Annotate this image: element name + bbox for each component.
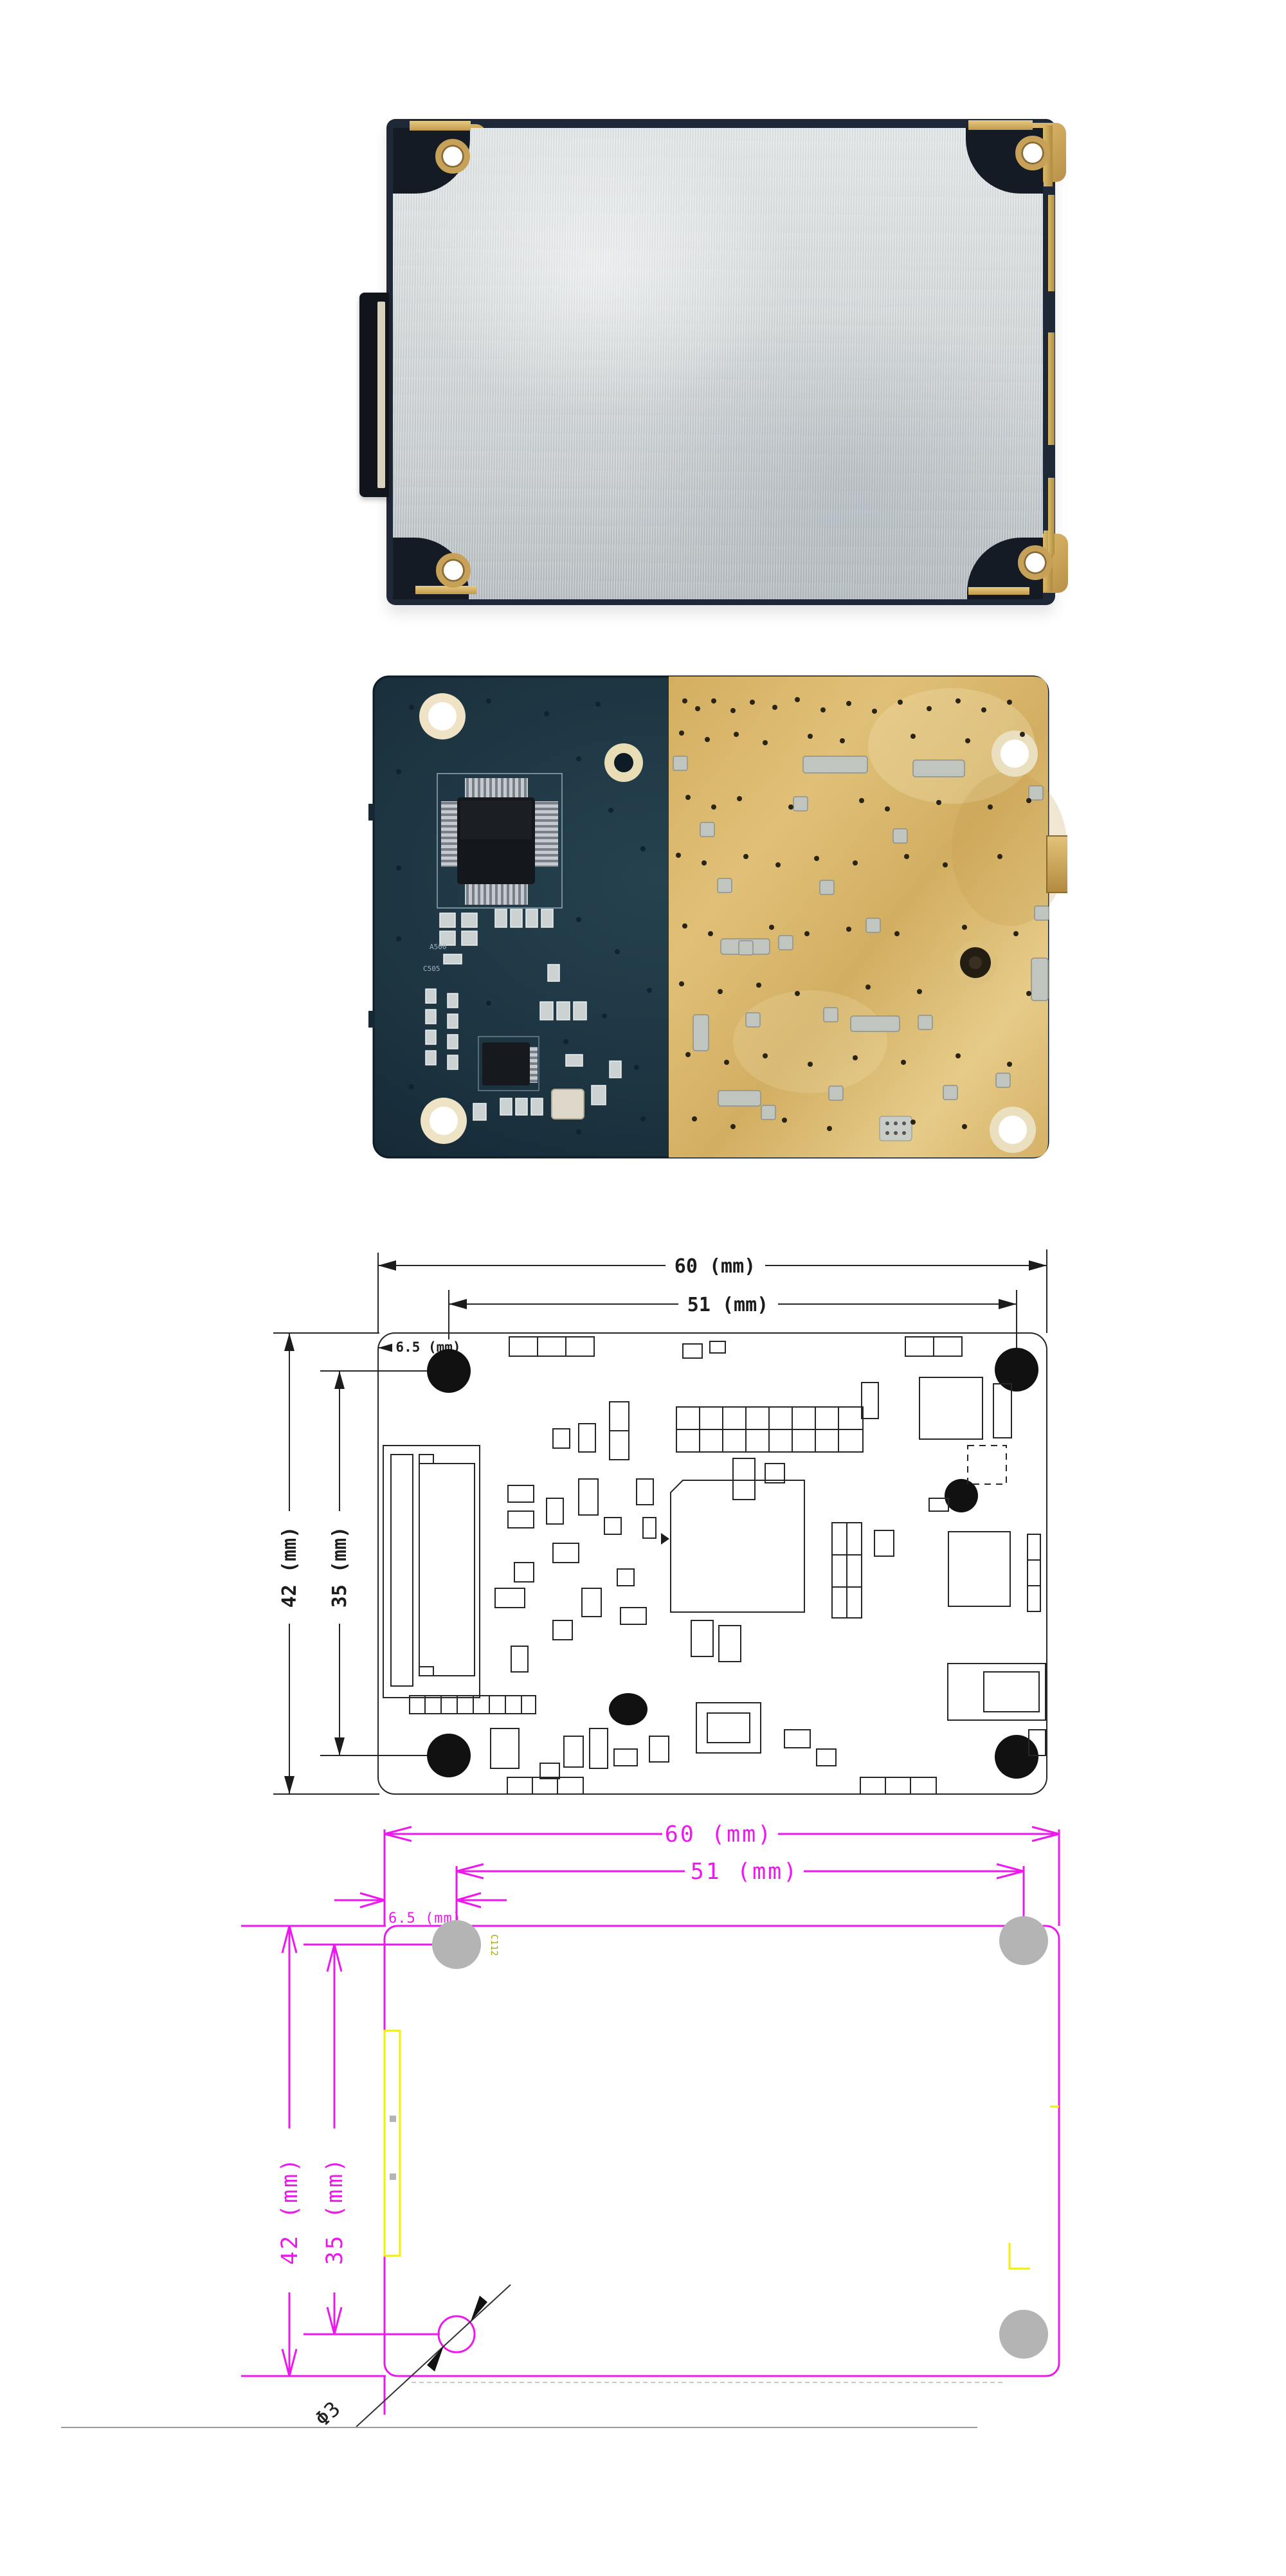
large-via <box>604 743 997 984</box>
grid-footprint <box>879 1116 912 1141</box>
mounting-holes <box>419 693 1038 1153</box>
connector-footprint <box>383 1445 480 1698</box>
gold-edge-bar <box>968 120 1033 130</box>
pcb-bottom-photo: A500 C505 <box>368 675 1067 1159</box>
mounting-hole-bottom-right <box>1018 545 1053 580</box>
component-footprints <box>409 1336 1046 1795</box>
silk-label: C505 <box>423 965 440 973</box>
via-dots-navy <box>396 698 652 1134</box>
mounting-hole-bottom-left <box>436 553 471 588</box>
svg-text:51 (mm): 51 (mm) <box>691 1859 799 1885</box>
edge-notch <box>368 1011 375 1028</box>
svg-text:60 (mm): 60 (mm) <box>665 1822 774 1847</box>
dim-35mm: 35 (mm) <box>329 1371 351 1755</box>
via-dots-gold <box>676 697 1031 1131</box>
rf-ground-plane <box>669 676 1048 1157</box>
board-edge-connector <box>359 293 389 497</box>
gold-edge-bar <box>415 586 476 594</box>
mounting-hole-top-left <box>435 139 470 174</box>
dim-51mm: 51 (mm) <box>456 1859 1024 1885</box>
dim-42mm: 42 (mm) <box>277 1925 303 2377</box>
svg-text:35 (mm): 35 (mm) <box>322 2157 348 2265</box>
mounting-pads-gray <box>432 1916 1048 2359</box>
shielded-module-photo <box>386 119 1068 605</box>
svg-text:Φ3: Φ3 <box>310 2397 345 2431</box>
dim-42mm: 42 (mm) <box>278 1333 301 1794</box>
dimensioned-hole <box>437 2315 476 2354</box>
dim-6p5mm: 6.5 (mm) <box>334 1892 507 1927</box>
dim-35mm: 35 (mm) <box>322 1944 348 2335</box>
mounting-holes-filled <box>427 1348 1038 1779</box>
ref-c112: C112 <box>489 1934 499 1956</box>
antenna-pad-tab <box>1046 835 1067 893</box>
connector-outline-yellow <box>383 2029 1059 2270</box>
connector-contact-strip <box>377 302 385 488</box>
dim-60mm: 60 (mm) <box>384 1822 1060 1847</box>
edge-castellation <box>1048 195 1055 291</box>
smt-pads <box>673 756 1049 1120</box>
edge-notch <box>368 804 375 821</box>
svg-text:60 (mm): 60 (mm) <box>675 1255 756 1278</box>
svg-text:42 (mm): 42 (mm) <box>277 2157 303 2265</box>
smt-passives <box>425 909 622 1121</box>
mechanical-drawing-bw: 60 (mm) 51 (mm) 6.5 (mm) 42 (mm) <box>273 1249 1047 1795</box>
silk-label: A500 <box>430 943 447 951</box>
edge-castellation <box>1048 478 1055 555</box>
svg-text:42 (mm): 42 (mm) <box>278 1527 301 1608</box>
board-outline-footprint <box>377 1332 1047 1795</box>
edge-castellation <box>1048 332 1055 445</box>
main-ic <box>437 773 563 909</box>
extension-lines <box>273 1249 1047 1795</box>
secondary-ic <box>478 1036 539 1091</box>
extension-lines <box>303 1829 1060 2336</box>
metal-shield-can <box>393 128 1043 599</box>
pcb-board <box>368 675 1067 1159</box>
crystal-oscillator <box>551 1089 584 1120</box>
dim-51mm: 51 (mm) <box>449 1294 1017 1316</box>
mounting-hole-top-right <box>1015 136 1050 170</box>
gold-edge-bar <box>968 587 1029 595</box>
dim-phi3: Φ3 <box>310 2284 511 2431</box>
svg-text:51 (mm): 51 (mm) <box>687 1294 768 1316</box>
dim-60mm: 60 (mm) <box>378 1255 1047 1278</box>
board-outline <box>241 1925 1060 2415</box>
mechanical-drawing-pink: 60 (mm) 51 (mm) 6.5 (mm) 42 (mm) <box>61 1822 1060 2431</box>
svg-text:35 (mm): 35 (mm) <box>329 1527 351 1608</box>
gold-edge-bar <box>410 121 471 131</box>
